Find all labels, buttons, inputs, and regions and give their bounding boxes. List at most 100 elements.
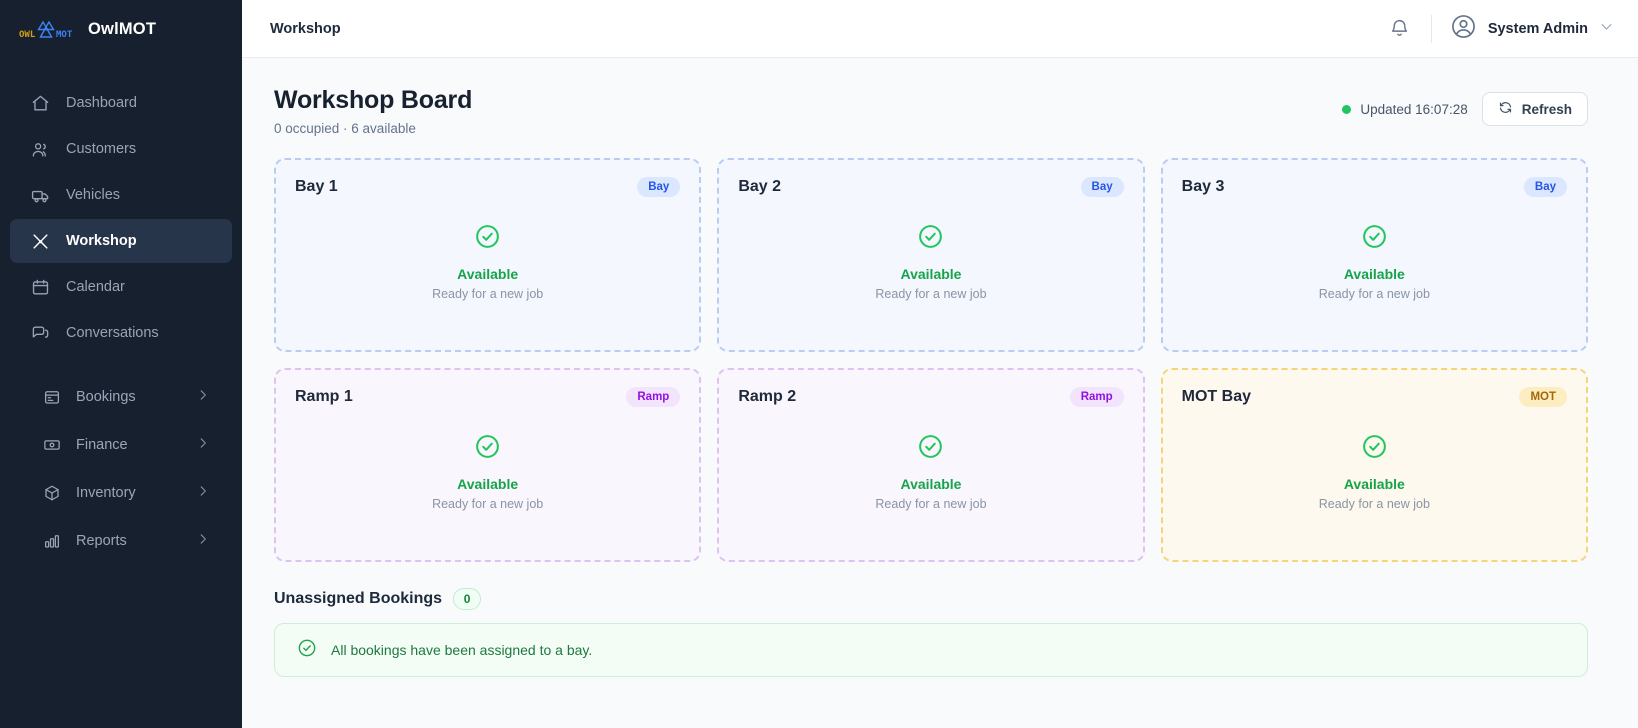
chevron-right-icon — [196, 388, 210, 406]
sidebar-item-label: Inventory — [76, 485, 136, 501]
bay-card-header: Bay 2 Bay — [738, 177, 1124, 197]
chat-icon — [30, 323, 50, 343]
bay-card-header: Bay 1 Bay — [295, 177, 681, 197]
bay-status: Available — [900, 476, 962, 492]
users-icon — [30, 139, 50, 159]
check-circle-icon — [1361, 433, 1388, 465]
bay-status: Available — [457, 266, 519, 282]
page-header: Workshop Board 0 occupied · 6 available … — [274, 86, 1588, 136]
bay-status: Available — [1343, 476, 1405, 492]
unassigned-empty-text: All bookings have been assigned to a bay… — [331, 642, 593, 658]
bay-type-badge: Ramp — [626, 387, 681, 407]
sidebar-item-bookings[interactable]: Bookings — [10, 378, 232, 416]
bay-card-mot-bay[interactable]: MOT Bay MOT Available Ready for a new jo… — [1160, 368, 1588, 562]
bay-card-bay-1[interactable]: Bay 1 Bay Available Ready for a new job — [274, 158, 702, 352]
sidebar-item-label: Dashboard — [66, 95, 137, 111]
chevron-right-icon — [196, 436, 210, 454]
bay-grid: Bay 1 Bay Available Ready for a new job … — [274, 158, 1588, 562]
bay-name: Ramp 2 — [738, 388, 797, 405]
main-area: Workshop System Admin — [242, 0, 1638, 728]
sidebar-item-vehicles[interactable]: Vehicles — [10, 173, 232, 217]
user-name: System Admin — [1487, 20, 1588, 37]
sidebar-item-label: Vehicles — [66, 187, 121, 203]
refresh-label: Refresh — [1521, 101, 1572, 117]
sidebar-item-dashboard[interactable]: Dashboard — [10, 81, 232, 125]
tools-icon — [30, 231, 50, 251]
topbar: Workshop System Admin — [242, 0, 1638, 58]
bay-status-note: Ready for a new job — [875, 287, 987, 301]
sidebar-item-finance[interactable]: Finance — [10, 426, 232, 464]
chevron-down-icon — [1599, 19, 1614, 39]
bay-card-ramp-2[interactable]: Ramp 2 Ramp Available Ready for a new jo… — [717, 368, 1145, 562]
updated-label: Updated 16:07:28 — [1360, 101, 1468, 117]
bay-card-body: Available Ready for a new job — [1182, 401, 1567, 543]
bay-card-header: Ramp 1 Ramp — [295, 387, 681, 407]
owlmot-logo-icon: OWL MOT — [18, 16, 76, 42]
bay-card-ramp-1[interactable]: Ramp 1 Ramp Available Ready for a new jo… — [274, 368, 702, 562]
page-subtitle: 0 occupied · 6 available — [274, 121, 416, 136]
bay-type-badge: Ramp — [1069, 387, 1124, 407]
sidebar-item-reports[interactable]: Reports — [10, 522, 232, 560]
page-title: Workshop Board — [274, 86, 473, 114]
bay-card-body: Available Ready for a new job — [738, 401, 1123, 543]
bay-name: MOT Bay — [1181, 388, 1251, 405]
breadcrumb: Workshop — [270, 20, 341, 37]
bay-card-bay-2[interactable]: Bay 2 Bay Available Ready for a new job — [717, 158, 1145, 352]
sidebar-item-calendar[interactable]: Calendar — [10, 265, 232, 309]
bay-status-note: Ready for a new job — [432, 287, 544, 301]
calendar-icon — [30, 277, 50, 297]
sidebar: OWL MOT OwlMOT Dashboard Cust — [0, 0, 242, 728]
sidebar-item-label: Calendar — [66, 279, 125, 295]
check-circle-icon — [474, 223, 501, 255]
page-heading-block: Workshop Board 0 occupied · 6 available — [274, 86, 472, 136]
svg-text:MOT: MOT — [56, 30, 73, 40]
sidebar-item-label: Reports — [76, 533, 127, 549]
page-header-actions: Updated 16:07:28 Refresh — [1342, 86, 1588, 126]
bay-status-note: Ready for a new job — [875, 497, 987, 511]
user-circle-icon — [1450, 13, 1477, 45]
bay-card-bay-3[interactable]: Bay 3 Bay Available Ready for a new job — [1160, 158, 1588, 352]
chevron-right-icon — [196, 532, 210, 550]
svg-text:OWL: OWL — [19, 30, 36, 40]
sidebar-item-customers[interactable]: Customers — [10, 127, 232, 171]
brand[interactable]: OWL MOT OwlMOT — [0, 0, 242, 58]
unassigned-bookings-title: Unassigned Bookings — [274, 590, 443, 607]
user-menu[interactable]: System Admin — [1450, 13, 1614, 45]
sidebar-item-label: Customers — [66, 141, 137, 157]
refresh-icon — [1498, 100, 1513, 118]
bay-card-header: MOT Bay MOT — [1182, 387, 1567, 407]
page-content: Workshop Board 0 occupied · 6 available … — [242, 58, 1638, 728]
sidebar-item-inventory[interactable]: Inventory — [10, 474, 232, 512]
sidebar-item-workshop[interactable]: Workshop — [10, 219, 232, 263]
updated-status: Updated 16:07:28 — [1342, 101, 1468, 117]
bay-name: Bay 3 — [1181, 178, 1225, 195]
bay-card-header: Bay 3 Bay — [1182, 177, 1567, 197]
calendar-days-icon — [42, 388, 61, 407]
bay-card-body: Available Ready for a new job — [295, 191, 680, 333]
refresh-button[interactable]: Refresh — [1481, 92, 1588, 126]
sidebar-groups: Bookings Finance Inventory — [0, 378, 242, 560]
sidebar-item-label: Workshop — [66, 233, 137, 249]
bay-card-header: Ramp 2 Ramp — [738, 387, 1124, 407]
sidebar-nav: Dashboard Customers Vehicles Workshop — [0, 80, 242, 356]
unassigned-count-badge: 0 — [453, 588, 482, 610]
bar-chart-icon — [42, 532, 61, 551]
check-circle-icon — [474, 433, 501, 465]
bay-card-body: Available Ready for a new job — [738, 191, 1123, 333]
bay-status: Available — [1343, 266, 1405, 282]
bay-name: Bay 2 — [738, 178, 782, 195]
check-circle-icon — [917, 433, 944, 465]
check-circle-icon — [297, 638, 317, 663]
bell-icon[interactable] — [1387, 16, 1413, 42]
sidebar-item-conversations[interactable]: Conversations — [10, 311, 232, 355]
unassigned-empty-banner: All bookings have been assigned to a bay… — [274, 623, 1588, 677]
truck-icon — [30, 185, 50, 205]
bay-status-note: Ready for a new job — [432, 497, 544, 511]
bay-type-badge: Bay — [637, 177, 681, 197]
bay-type-badge: Bay — [1523, 177, 1567, 197]
topbar-actions: System Admin — [1387, 13, 1614, 45]
bay-name: Bay 1 — [295, 178, 338, 195]
bay-status-note: Ready for a new job — [1318, 287, 1430, 301]
box-icon — [42, 484, 61, 503]
